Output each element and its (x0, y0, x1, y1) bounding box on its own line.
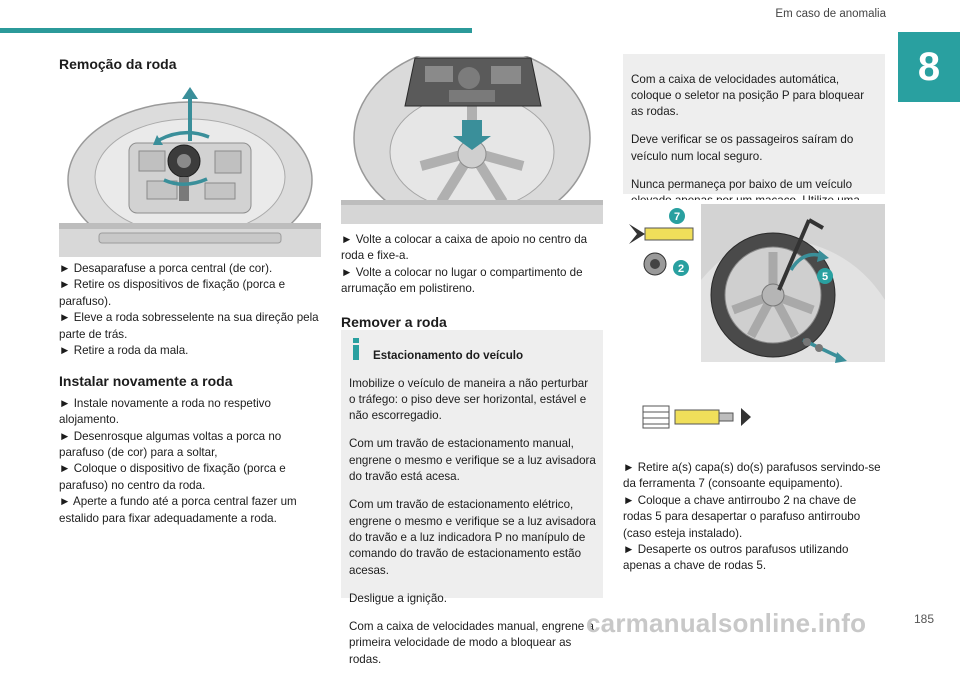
step-install-1: ► Instale novamente a roda no respetivo … (59, 396, 271, 427)
step-install-3: ► Coloque o dispositivo de fixação (porc… (59, 462, 286, 492)
step-refit-2: ► Volte a colocar no lugar o compartimen… (341, 265, 583, 296)
step-refit-1: ► Volte a colocar a caixa de apoio no ce… (341, 233, 588, 263)
info-line-5: Com a caixa de velocidades manual, engre… (349, 619, 594, 666)
callout-5 (817, 268, 833, 284)
box-line-1: Com a caixa de velocidades automática, c… (631, 72, 865, 119)
step-bolts-3: ► Desaperte os outros parafusos utilizan… (623, 543, 849, 573)
header-accent-bar (0, 28, 472, 33)
step-remove-1: ► Desaparafuse a porca central (de cor). (59, 262, 273, 275)
col1-heading-wrap: Remoção da roda (59, 56, 321, 72)
col1-body: ► Desaparafuse a porca central (de cor).… (59, 261, 321, 527)
step-remove-4: ► Retire a roda da mala. (59, 344, 189, 358)
heading-install: Instalar novamente a roda (59, 373, 233, 390)
chapter-number-tab: 8 (898, 32, 960, 102)
support-box-refit-illustration (341, 56, 603, 224)
step-bolts-2: ► Coloque a chave antirroubo 2 na chave … (623, 493, 861, 540)
wheel-bolts-illustration: 7 2 5 (623, 200, 885, 450)
info-line-4: Desligue a ignição. (349, 591, 447, 605)
parking-info-box: Estacionamento do veículo Imobilize o ve… (341, 330, 603, 666)
callout-5-label: 5 (822, 271, 828, 283)
info-icon (353, 338, 359, 360)
chapter-title: Em caso de anomalia (775, 8, 886, 20)
step-remove-3: ► Eleve a roda sobresselente na sua dire… (59, 311, 319, 341)
callout-7-label: 7 (674, 211, 680, 223)
spare-wheel-removal-illustration (59, 85, 321, 257)
info-title: Estacionamento do veículo (373, 348, 524, 362)
page-number: 185 (913, 612, 934, 626)
col3-body: ► Retire a(s) capa(s) do(s) parafusos se… (623, 460, 885, 575)
callout-2 (673, 260, 689, 276)
step-remove-2: ► Retire os dispositivos de fixação (por… (59, 278, 286, 308)
info-line-1: Imobilize o veículo de maneira a não per… (349, 376, 589, 423)
heading-remove-wheel: Remover a roda (341, 313, 447, 330)
info-line-3: Com um travão de estacionamento elétrico… (349, 498, 596, 577)
col2-body: ► Volte a colocar a caixa de apoio no ce… (341, 232, 603, 330)
callout-7 (669, 208, 685, 224)
info-line-2: Com um travão de estacionamento manual, … (349, 437, 596, 484)
step-bolts-1: ► Retire a(s) capa(s) do(s) parafusos se… (623, 461, 881, 491)
heading-remove: Remoção da roda (59, 56, 177, 72)
automatic-gearbox-box: Com a caixa de velocidades automática, c… (623, 54, 885, 224)
step-install-2: ► Desenrosque algumas voltas a porca no … (59, 429, 282, 460)
step-install-4: ► Aperte a fundo até a porca central faz… (59, 495, 297, 525)
chapter-number: 8 (917, 44, 941, 89)
callout-2-label: 2 (678, 263, 684, 275)
box-line-2: Deve verificar se os passageiros saíram … (631, 133, 854, 163)
watermark: carmanualsonline.info (586, 608, 867, 638)
